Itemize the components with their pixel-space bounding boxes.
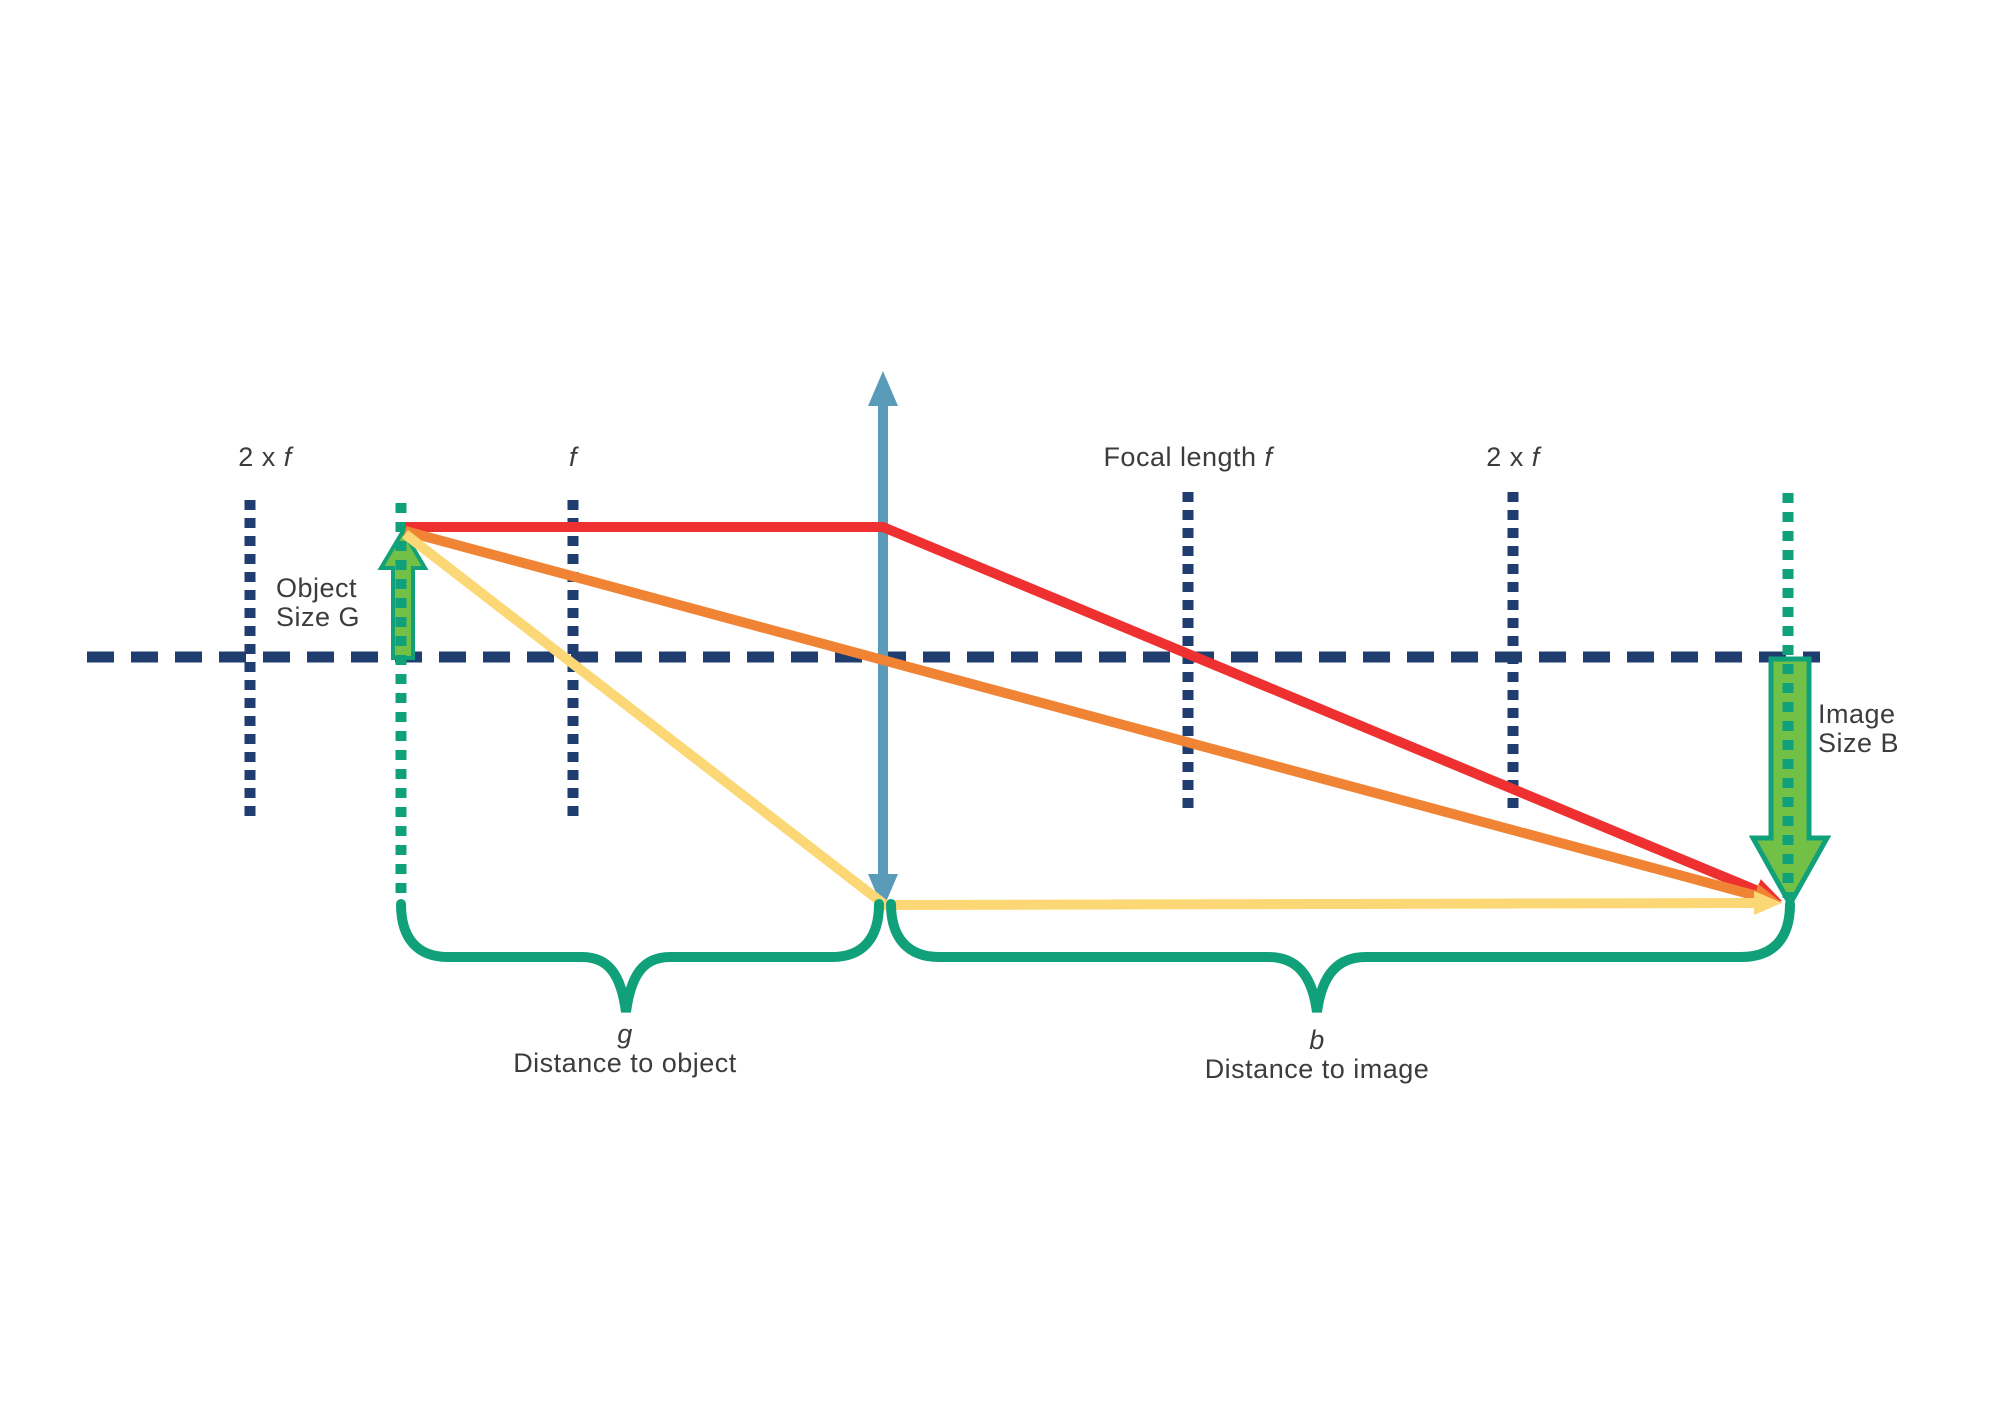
- ray-parallel-red: [405, 522, 1783, 902]
- label-focal-length-symbol: f: [1264, 442, 1273, 472]
- label-left-2f: 2 x f: [195, 443, 335, 472]
- label-g-symbol: g: [617, 1019, 633, 1049]
- label-b-symbol: b: [1309, 1025, 1325, 1055]
- ray-center-orange: [403, 526, 1783, 908]
- label-right-2f-symbol: f: [1531, 442, 1540, 472]
- label-distance-to-image: b Distance to image: [1117, 1026, 1517, 1084]
- ray-focal-yellow: [401, 530, 1782, 916]
- lens-bottom-arrowhead: [868, 874, 898, 909]
- object-arrow: [377, 527, 429, 660]
- label-left-2f-text: 2 x: [238, 442, 284, 472]
- label-image-size-line2: Size B: [1818, 728, 1900, 758]
- label-focal-length-text: Focal length: [1103, 442, 1265, 472]
- label-distance-to-object: g Distance to object: [425, 1020, 825, 1078]
- label-distance-to-image-text: Distance to image: [1204, 1054, 1430, 1084]
- lens-arrow: [868, 371, 898, 909]
- label-object-size-line1: Object: [276, 573, 358, 603]
- brace-image-distance: [886, 899, 1795, 1013]
- label-object-size: Object Size G: [276, 574, 360, 632]
- label-image-size: Image Size B: [1818, 700, 1899, 758]
- label-object-size-line2: Size G: [276, 602, 361, 632]
- label-focal-length: Focal length f: [1038, 443, 1338, 472]
- label-right-2f: 2 x f: [1443, 443, 1583, 472]
- brace-object-distance: [396, 899, 884, 1013]
- lens-top-arrowhead: [868, 371, 898, 406]
- label-image-size-line1: Image: [1818, 699, 1896, 729]
- label-right-2f-text: 2 x: [1486, 442, 1532, 472]
- label-distance-to-object-text: Distance to object: [513, 1048, 737, 1078]
- label-left-2f-symbol: f: [283, 442, 292, 472]
- label-left-f-symbol: f: [568, 442, 577, 472]
- label-left-f: f: [513, 443, 633, 472]
